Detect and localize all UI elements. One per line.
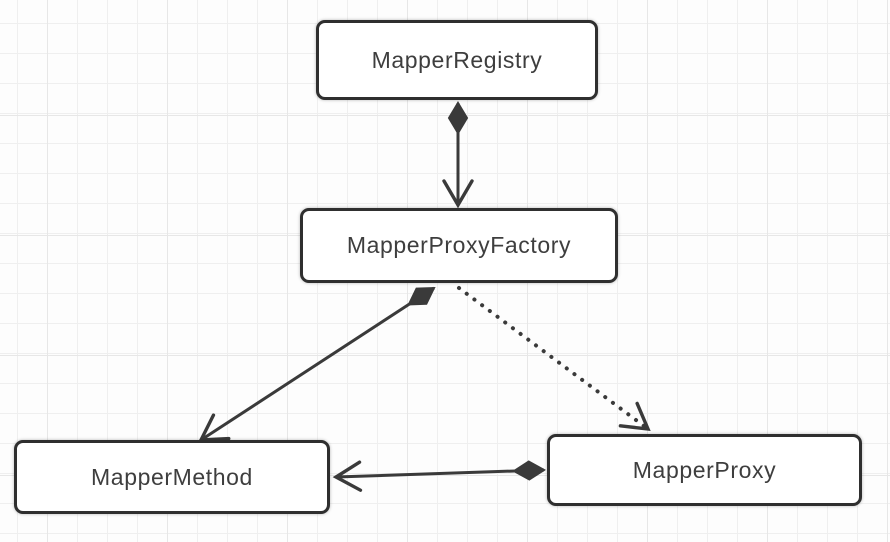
node-mapper-proxy: MapperProxy — [547, 434, 862, 506]
edge-factory-to-method-composition — [198, 286, 436, 442]
node-mapper-proxy-factory: MapperProxyFactory — [300, 208, 618, 283]
edge-proxy-to-method-composition — [332, 460, 546, 492]
edge-factory-to-proxy-dependency — [457, 286, 651, 432]
node-mapper-registry: MapperRegistry — [316, 20, 598, 100]
node-label-mapper-proxy-factory: MapperProxyFactory — [346, 232, 572, 258]
node-mapper-method: MapperMethod — [14, 440, 330, 514]
node-label-mapper-registry: MapperRegistry — [371, 46, 543, 73]
node-label-mapper-method: MapperMethod — [91, 463, 253, 490]
node-label-mapper-proxy: MapperProxy — [632, 456, 777, 483]
